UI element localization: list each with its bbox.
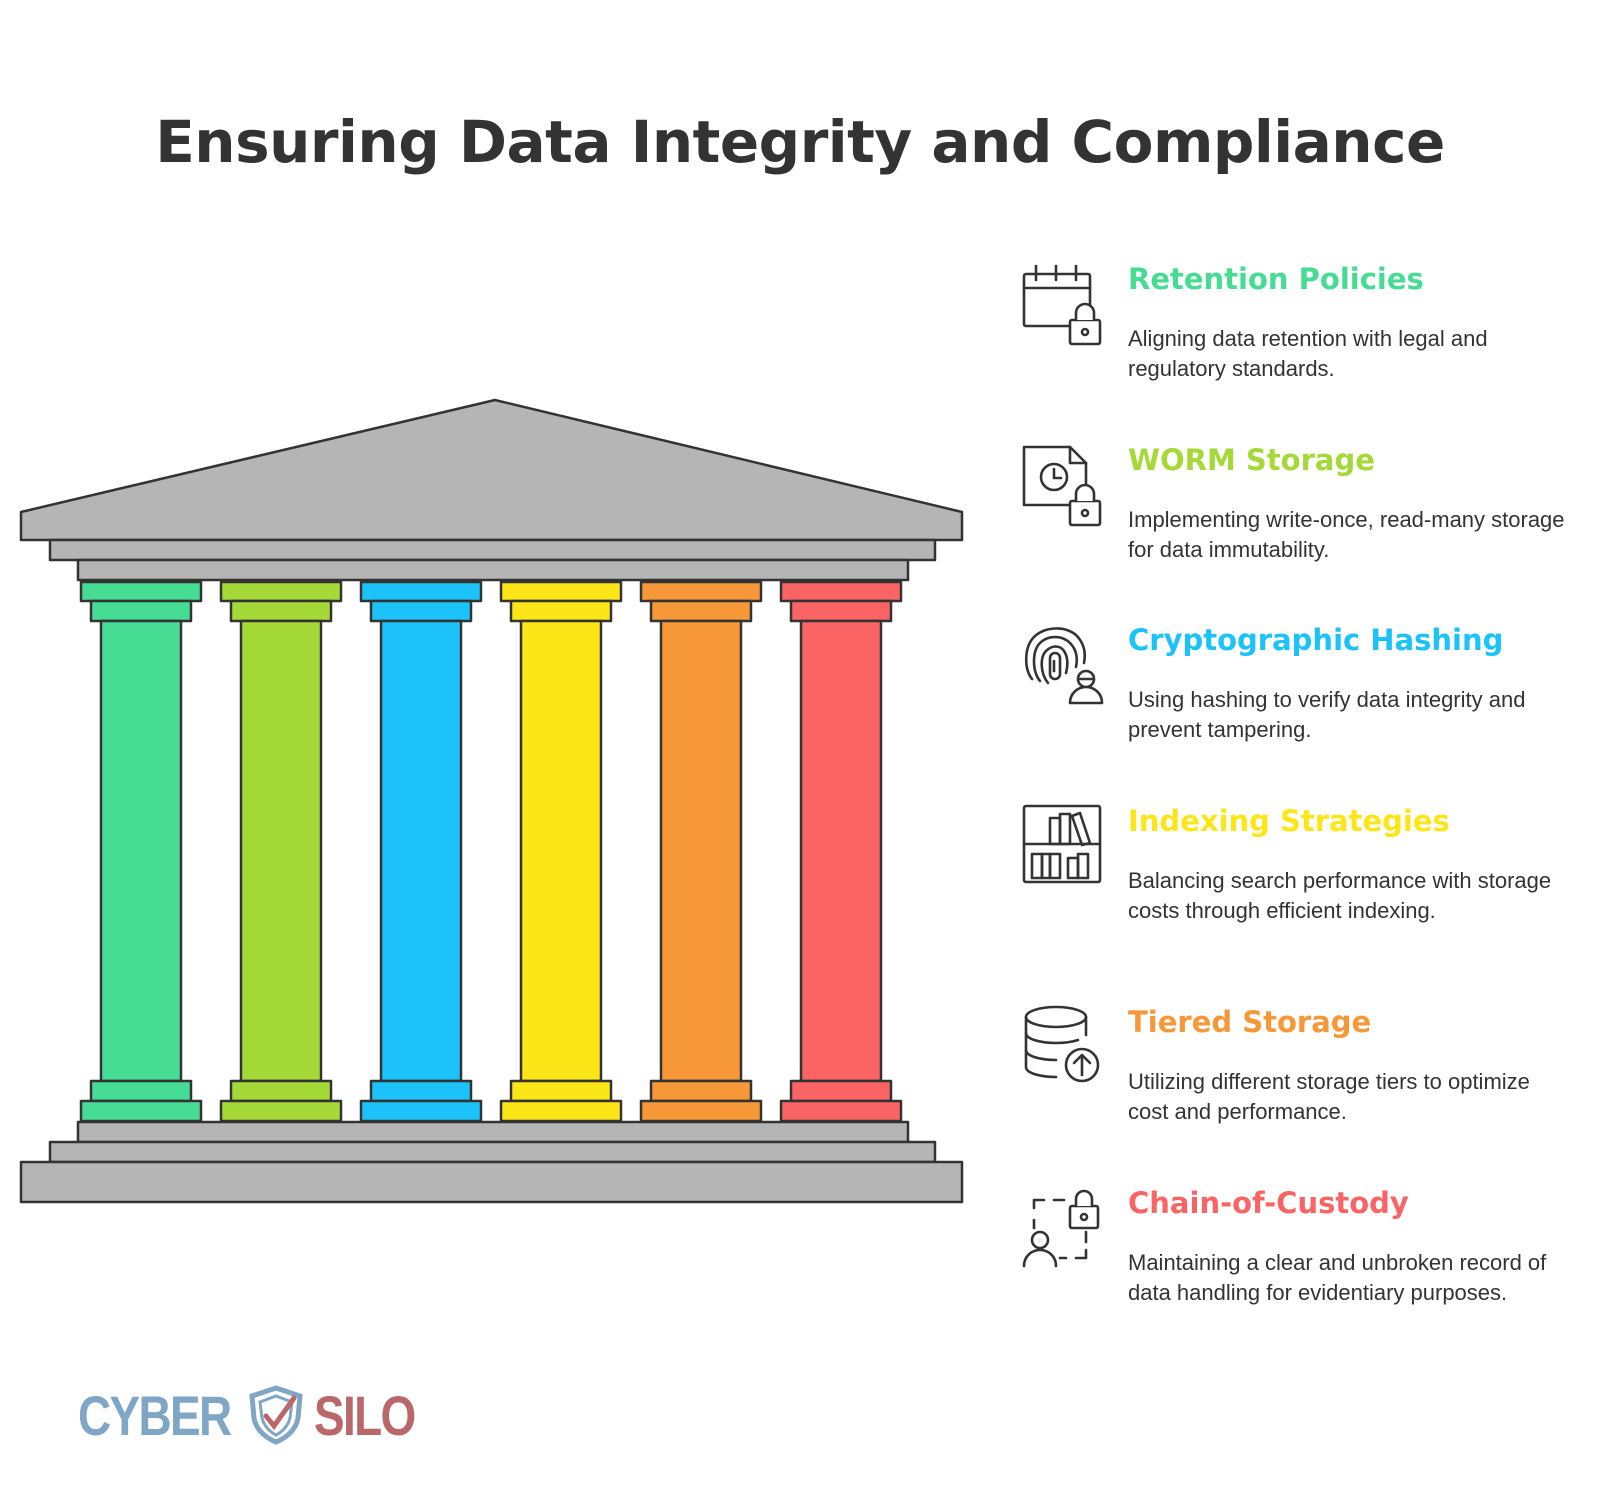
column-shaft	[659, 619, 743, 1083]
column-base-bottom	[359, 1099, 483, 1123]
pillar-description: Maintaining a clear and unbroken record …	[1128, 1250, 1547, 1305]
column-base-bottom	[779, 1099, 903, 1123]
shield-check-icon	[249, 1385, 303, 1445]
column-base-bottom	[639, 1099, 763, 1123]
pillar-title: Indexing Strategies	[1128, 804, 1450, 838]
column-capital-top	[359, 580, 483, 603]
column-capital-top	[779, 580, 903, 603]
document-clock-lock-icon	[1020, 441, 1106, 527]
temple-column	[779, 580, 903, 1123]
pillar-title: Chain-of-Custody	[1128, 1186, 1409, 1220]
column-base-top	[509, 1079, 613, 1103]
column-shaft	[99, 619, 183, 1083]
pillar-description: Using hashing to verify data integrity a…	[1128, 687, 1526, 742]
column-base-top	[789, 1079, 893, 1103]
pillar-title: Retention Policies	[1128, 262, 1424, 296]
temple-architrave-1	[48, 538, 937, 562]
pillar-description: Aligning data retention with legal and r…	[1128, 326, 1488, 381]
temple-illustration	[19, 398, 964, 1204]
temple-column	[639, 580, 763, 1123]
temple-base-step-2	[48, 1140, 937, 1164]
logo-right-text: SILO	[314, 1383, 416, 1447]
temple-base-step-3	[19, 1160, 964, 1204]
temple-base-step-1	[76, 1120, 910, 1144]
column-base-bottom	[499, 1099, 623, 1123]
temple-architrave-2	[76, 558, 910, 582]
column-capital-bottom	[509, 599, 613, 623]
column-base-top	[229, 1079, 333, 1103]
column-capital-top	[639, 580, 763, 603]
column-shaft	[799, 619, 883, 1083]
company-logo: CYBER SILO	[78, 1380, 437, 1450]
temple-column	[219, 580, 343, 1123]
pillar-title: WORM Storage	[1128, 443, 1375, 477]
user-custody-lock-icon	[1020, 1184, 1106, 1270]
column-capital-bottom	[789, 599, 893, 623]
fingerprint-user-icon	[1020, 621, 1106, 707]
logo-left-text: CYBER	[78, 1383, 232, 1447]
page-title: Ensuring Data Integrity and Compliance	[155, 108, 1445, 176]
column-capital-bottom	[229, 599, 333, 623]
column-capital-bottom	[369, 599, 473, 623]
temple-column	[499, 580, 623, 1123]
column-base-top	[89, 1079, 193, 1103]
column-capital-top	[499, 580, 623, 603]
column-base-bottom	[219, 1099, 343, 1123]
column-shaft	[379, 619, 463, 1083]
column-shaft	[239, 619, 323, 1083]
column-shaft	[519, 619, 603, 1083]
pillar-title: Tiered Storage	[1128, 1005, 1372, 1039]
temple-column	[359, 580, 483, 1123]
temple-roof	[19, 398, 964, 542]
column-capital-bottom	[649, 599, 753, 623]
pillar-description: Utilizing different storage tiers to opt…	[1128, 1069, 1530, 1124]
calendar-lock-icon	[1020, 260, 1106, 346]
database-upload-icon	[1020, 1003, 1106, 1089]
pillar-title: Cryptographic Hashing	[1128, 623, 1504, 657]
pillar-description: Balancing search performance with storag…	[1128, 868, 1552, 923]
column-capital-top	[79, 580, 203, 603]
column-base-top	[649, 1079, 753, 1103]
pillar-description: Implementing write-once, read-many stora…	[1128, 507, 1565, 562]
column-capital-bottom	[89, 599, 193, 623]
temple-column	[79, 580, 203, 1123]
column-base-bottom	[79, 1099, 203, 1123]
bookshelf-icon	[1020, 802, 1106, 888]
column-capital-top	[219, 580, 343, 603]
column-base-top	[369, 1079, 473, 1103]
